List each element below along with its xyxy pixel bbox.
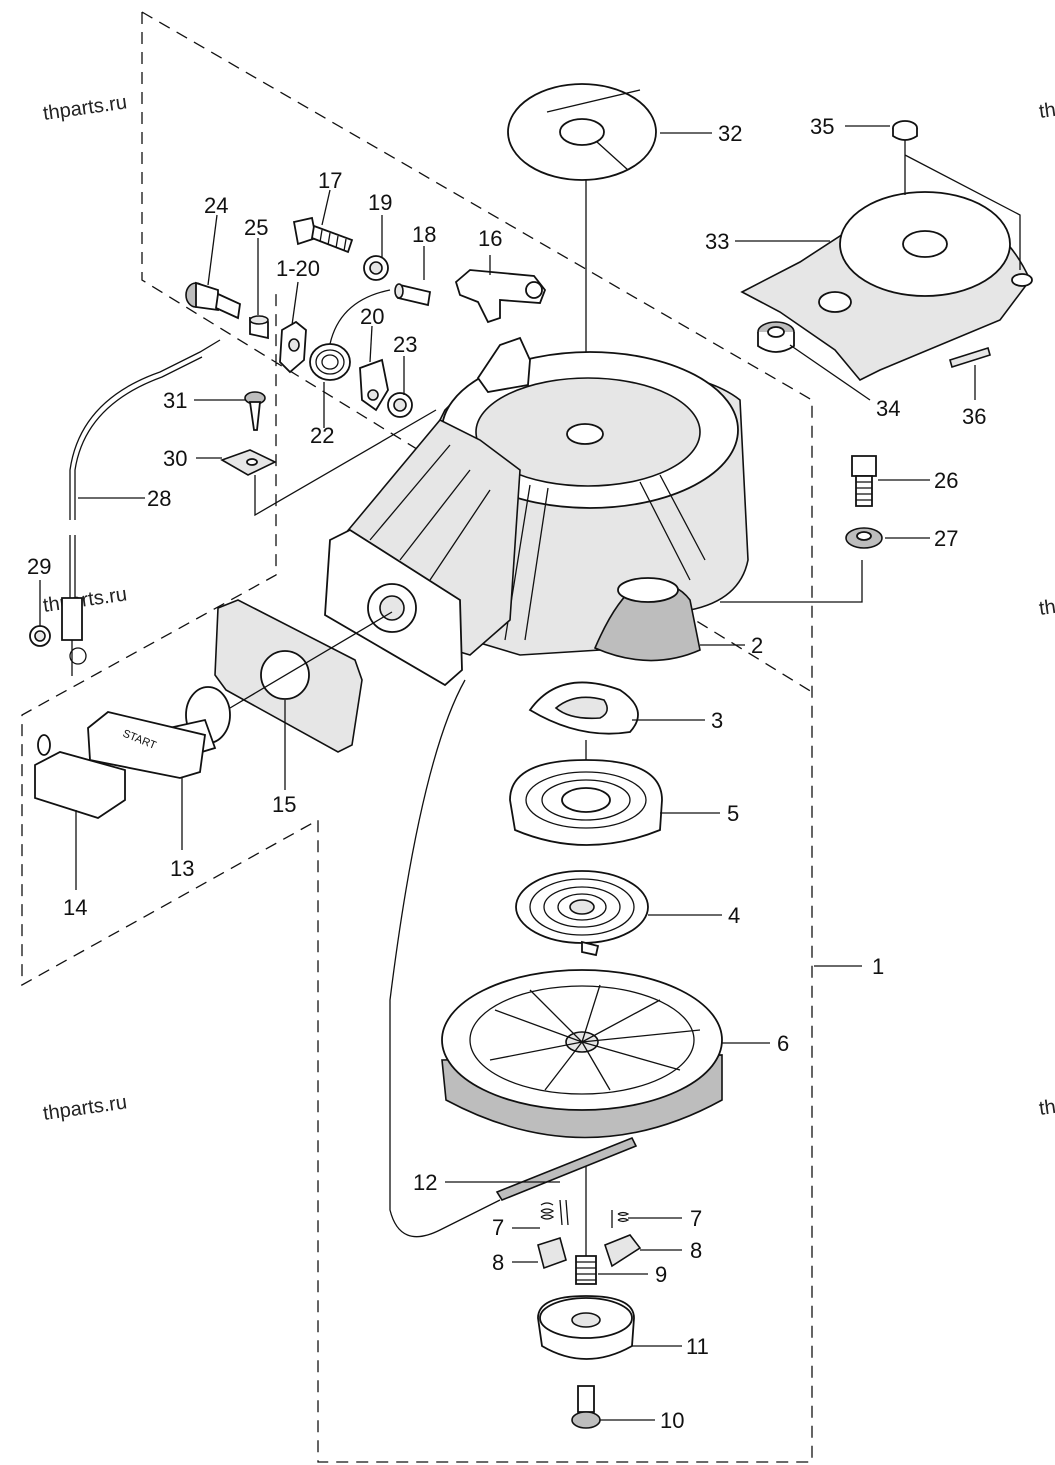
rope-line xyxy=(229,611,393,709)
part-25-bushing xyxy=(249,315,269,340)
watermark-text: thparts.ru xyxy=(42,91,129,125)
part-19-ring xyxy=(363,255,389,281)
callout-6: 6 xyxy=(777,1031,789,1056)
part-3-gasket xyxy=(528,681,639,735)
part-5-spring-case xyxy=(509,759,663,846)
watermark-text: thparts.ru xyxy=(1038,89,1055,123)
part-12-rope xyxy=(389,679,638,1238)
callout-29: 29 xyxy=(27,554,51,579)
callout-20: 20 xyxy=(360,304,384,329)
callout-7-left: 7 xyxy=(492,1215,504,1240)
part-30-plate xyxy=(220,449,277,476)
part-14-clip xyxy=(34,734,126,819)
part-7-spring-left xyxy=(540,1199,569,1226)
part-17-bolt xyxy=(292,216,354,254)
part-2-cone-cover xyxy=(593,577,701,662)
callout-7-right: 7 xyxy=(690,1206,702,1231)
part-1-20-bracket xyxy=(279,320,307,374)
callout-2: 2 xyxy=(751,633,763,658)
part-4-spiral-spring xyxy=(515,870,649,957)
callout-35: 35 xyxy=(810,114,834,139)
part-26-bolt xyxy=(851,455,877,507)
part-27-washer xyxy=(845,527,883,549)
part-36-strip xyxy=(949,346,991,369)
callout-4: 4 xyxy=(728,903,740,928)
callout-8-right: 8 xyxy=(690,1238,702,1263)
part-33-cover-plate xyxy=(740,191,1033,381)
part-23-washer xyxy=(387,392,413,418)
callout-33: 33 xyxy=(705,229,729,254)
callout-25: 25 xyxy=(244,215,268,240)
callout-32: 32 xyxy=(718,121,742,146)
part-32-washer-disc xyxy=(507,83,657,181)
watermark-text: thparts.ru xyxy=(1038,586,1055,620)
callout-3: 3 xyxy=(711,708,723,733)
callout-14: 14 xyxy=(63,895,87,920)
part-10-bolt xyxy=(571,1385,601,1429)
part-34-grommet xyxy=(757,321,795,353)
part-11-drive-plate xyxy=(537,1295,635,1360)
callout-labels: 32 35 33 34 36 26 27 2 3 5 4 1 6 12 7 7 … xyxy=(27,114,986,1433)
part-6-reel xyxy=(441,969,723,1139)
part-8-pawl-right xyxy=(604,1234,642,1268)
watermark-text: thparts.ru xyxy=(1038,1086,1055,1120)
callout-17: 17 xyxy=(318,168,342,193)
callout-19: 19 xyxy=(368,190,392,215)
part-8-pawl-left xyxy=(537,1236,567,1270)
callout-34: 34 xyxy=(876,396,900,421)
callout-26: 26 xyxy=(934,468,958,493)
callout-16: 16 xyxy=(478,226,502,251)
callout-30: 30 xyxy=(163,446,187,471)
callout-23: 23 xyxy=(393,332,417,357)
part-9-spring xyxy=(575,1255,597,1285)
callout-5: 5 xyxy=(727,801,739,826)
part-28-cable xyxy=(61,339,221,676)
part-18-pin xyxy=(394,283,432,307)
callout-15: 15 xyxy=(272,792,296,817)
part-20-cam xyxy=(359,358,389,412)
part-31-screw xyxy=(244,391,266,431)
assembly-boundary xyxy=(21,11,813,1463)
callout-28: 28 xyxy=(147,486,171,511)
callout-24: 24 xyxy=(204,193,228,218)
callout-9: 9 xyxy=(655,1262,667,1287)
callout-13: 13 xyxy=(170,856,194,881)
callout-27: 27 xyxy=(934,526,958,551)
callout-31: 31 xyxy=(163,388,187,413)
leader-lines xyxy=(39,125,1021,1421)
part-22-spring xyxy=(309,289,391,381)
watermark-text: thparts.ru xyxy=(42,1091,129,1125)
callout-18: 18 xyxy=(412,222,436,247)
callout-1: 1 xyxy=(872,954,884,979)
watermark-text: thparts.ru xyxy=(42,583,129,617)
part-35-grommet xyxy=(892,120,918,141)
callout-12: 12 xyxy=(413,1170,437,1195)
callout-10: 10 xyxy=(660,1408,684,1433)
part-24-fitting xyxy=(185,281,241,320)
part-29-ring xyxy=(29,625,51,647)
part-7-spring-right xyxy=(611,1210,630,1228)
part-13-handle: START xyxy=(87,686,231,779)
callout-36: 36 xyxy=(962,404,986,429)
callout-1-20: 1-20 xyxy=(276,256,320,281)
callout-11: 11 xyxy=(686,1334,709,1359)
callout-8-left: 8 xyxy=(492,1250,504,1275)
callout-22: 22 xyxy=(310,423,334,448)
part-16-lever xyxy=(454,269,547,324)
